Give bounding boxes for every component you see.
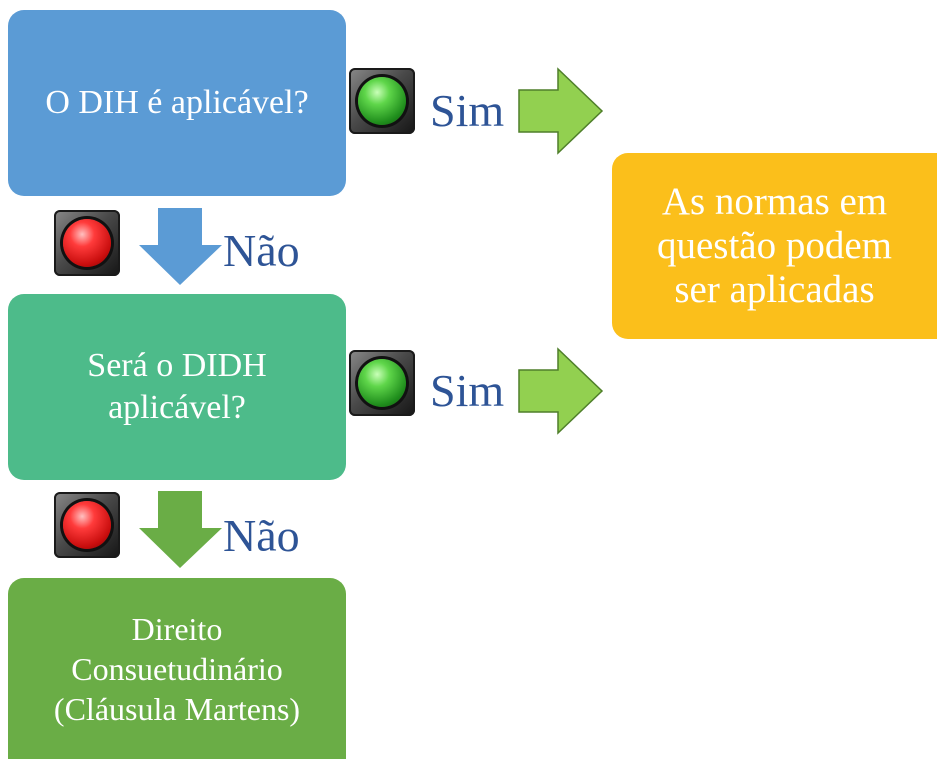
question-dih-box: O DIH é aplicável? bbox=[8, 10, 346, 196]
result-line-3: ser aplicadas bbox=[674, 267, 875, 311]
nao-label-1: Não bbox=[223, 225, 300, 276]
direito-line-2: Consuetudinário bbox=[71, 650, 283, 687]
direito-line-3: (Cláusula Martens) bbox=[53, 690, 301, 727]
down-arrow-icon bbox=[139, 491, 222, 568]
direito-consuetudinario-box: Direito Consuetudinário (Cláusula Marten… bbox=[8, 578, 346, 759]
red-traffic-light-icon bbox=[54, 210, 120, 276]
sim-label-2: Sim bbox=[430, 365, 505, 416]
question-didh-line-1: Será o DIDH bbox=[87, 346, 267, 384]
question-didh-box: Será o DIDH aplicável? bbox=[8, 294, 346, 480]
down-arrow-icon bbox=[139, 208, 222, 285]
right-arrow-icon bbox=[518, 67, 604, 155]
direito-line-1: Direito bbox=[131, 610, 223, 647]
green-traffic-light-icon bbox=[349, 68, 415, 134]
result-box: As normas em questão podem ser aplicadas bbox=[612, 153, 937, 339]
sim-label-1: Sim bbox=[430, 85, 505, 136]
red-traffic-light-icon bbox=[54, 492, 120, 558]
question-dih-text: O DIH é aplicável? bbox=[45, 84, 309, 121]
result-line-2: questão podem bbox=[656, 224, 893, 268]
nao-label-2: Não bbox=[223, 510, 300, 561]
question-didh-line-2: aplicável? bbox=[108, 389, 246, 426]
right-arrow-icon bbox=[518, 347, 604, 435]
result-line-1: As normas em bbox=[661, 180, 888, 224]
green-traffic-light-icon bbox=[349, 350, 415, 416]
